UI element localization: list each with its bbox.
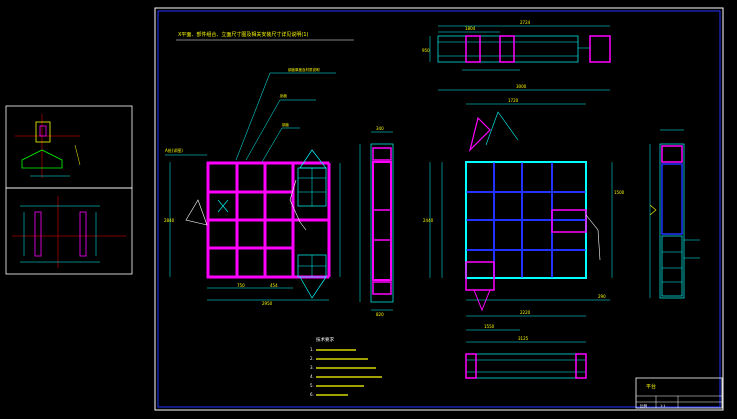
plan-view-right[interactable] <box>429 89 613 317</box>
dim-right-6: 290 <box>598 294 606 299</box>
dim-left-1: 750 <box>237 283 245 288</box>
top-elevation[interactable] <box>429 25 611 71</box>
dim-side-1: 340 <box>376 126 384 131</box>
plan-view-left[interactable] <box>169 149 341 301</box>
viewport-detail-a[interactable] <box>5 105 133 189</box>
technical-notes: 技术要求 1. 2. 3. 4. 5. 6. <box>310 336 382 397</box>
callout-text-1: 钢板厚度及材质说明 <box>288 67 320 72</box>
drawing-frame-outer <box>154 7 724 411</box>
dim-left-3: 2950 <box>262 301 273 306</box>
dim-right-4: 1500 <box>614 190 625 195</box>
dim-side-2: 820 <box>376 312 384 317</box>
dim-right-3: 2440 <box>423 218 434 223</box>
dim-right-2: 1720 <box>508 98 519 103</box>
dim-top-1: 2724 <box>520 20 531 25</box>
note-1: 1. <box>310 347 314 352</box>
notes-title: 技术要求 <box>316 336 334 343</box>
dim-top-2: 1804 <box>465 26 476 31</box>
note-2: 2. <box>310 356 314 361</box>
left-note: A处(详图) <box>165 147 183 153</box>
title-block[interactable]: 平台 比例 1:1 <box>635 377 723 409</box>
dim-left-4: 2840 <box>164 218 175 223</box>
title-block-scale-label: 比例 <box>640 403 648 408</box>
section-view-right[interactable] <box>649 129 700 299</box>
dim-top-3: 950 <box>422 48 430 53</box>
note-4: 4. <box>310 374 314 379</box>
dim-right-5: 2220 <box>520 310 531 315</box>
title-note: X平面、部件组合、立面尺寸图及相关安装尺寸详见说明(1) <box>178 31 309 38</box>
callout-text-2: 肋板 <box>280 93 288 98</box>
note-6: 6. <box>310 392 314 397</box>
note-5: 5. <box>310 383 314 388</box>
callout-text-3: 钢板 <box>282 122 290 127</box>
drawing-frame-inner <box>157 10 721 408</box>
bottom-elevation[interactable] <box>465 329 587 379</box>
title-block-name: 平台 <box>646 383 656 390</box>
note-3: 3. <box>310 365 314 370</box>
dim-right-1: 3000 <box>516 84 527 89</box>
dim-left-2: 454 <box>270 283 278 288</box>
dim-bottom-2: 1550 <box>484 324 495 329</box>
viewport-detail-b[interactable] <box>5 187 133 275</box>
title-block-scale: 1:1 <box>660 404 666 408</box>
side-view-middle[interactable] <box>359 131 394 311</box>
dim-bottom-1: 3125 <box>518 336 529 341</box>
